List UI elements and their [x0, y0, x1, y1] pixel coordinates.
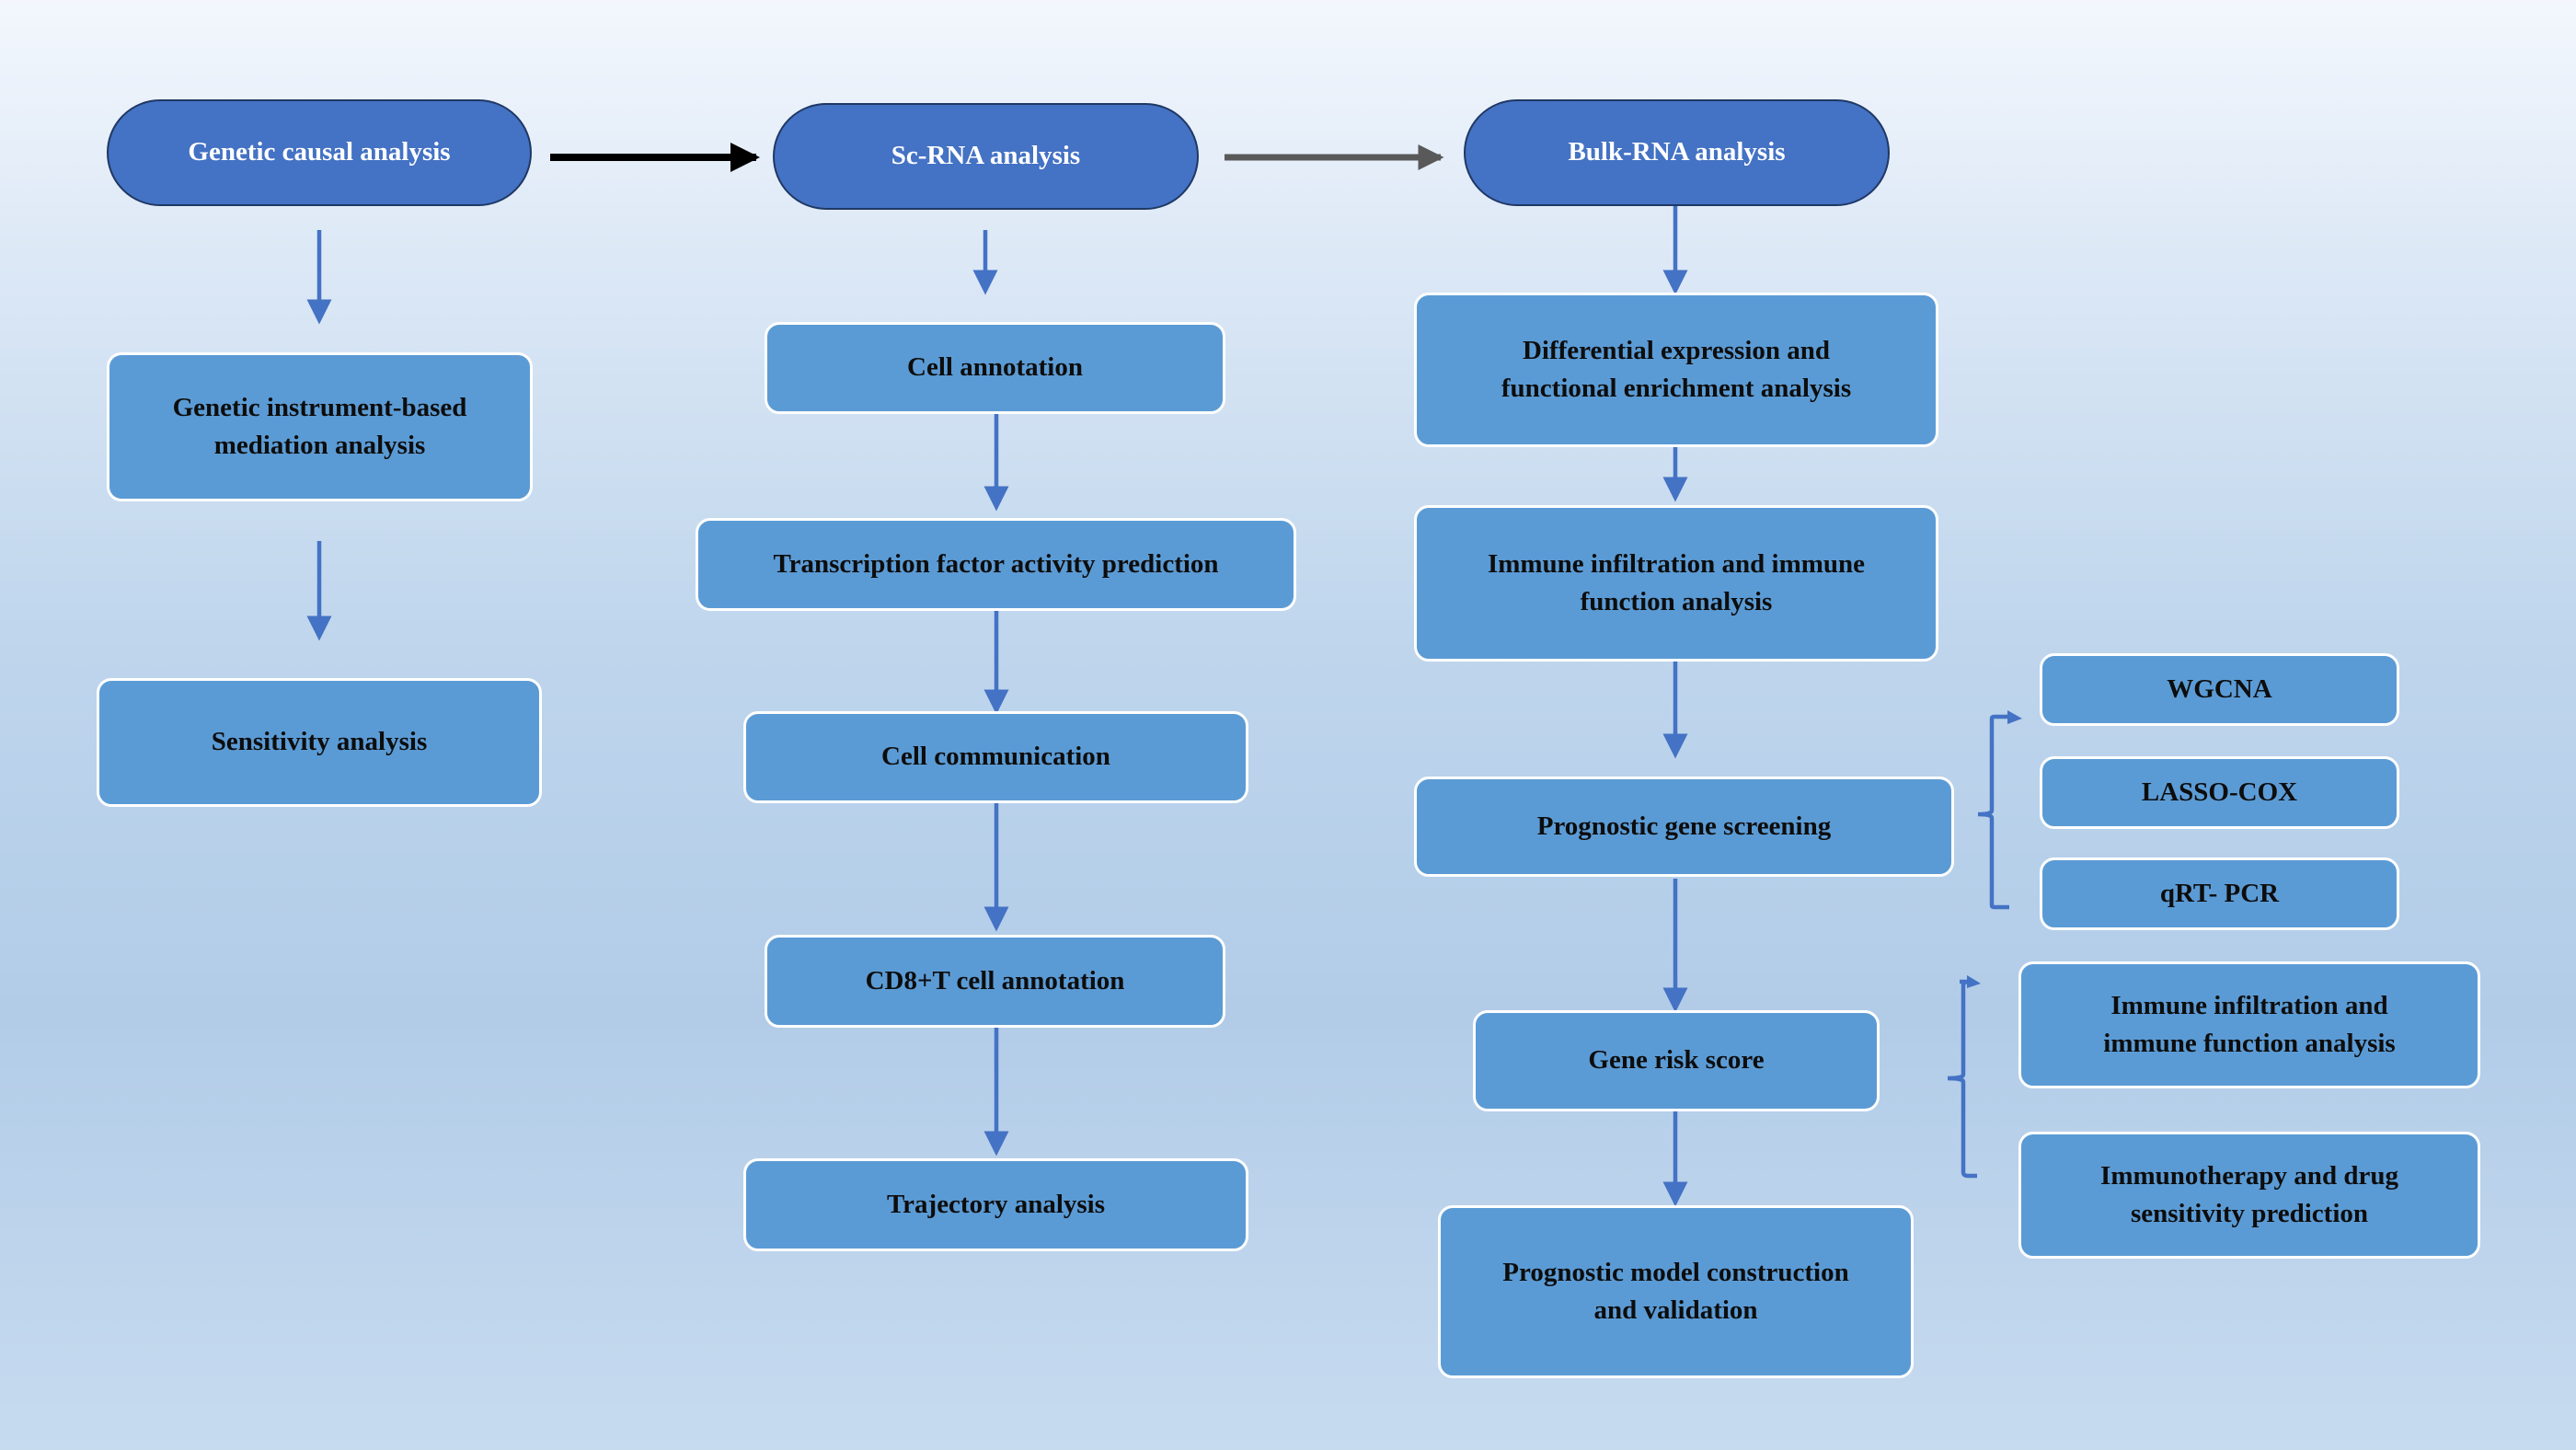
box-qrt-pcr-label: qRT- PCR [2159, 878, 2280, 908]
box-genetic-mediation-label: Genetic instrument-based mediation analy… [172, 392, 467, 460]
box-immune-infiltration: Immune infiltration and immune function … [1414, 505, 1938, 662]
box-cell-annotation: Cell annotation [765, 322, 1225, 414]
box-trajectory-label: Trajectory analysis [886, 1189, 1106, 1219]
box-differential-expression-label: Differential expression and functional e… [1501, 335, 1852, 403]
box-cell-communication-label: Cell communication [881, 742, 1110, 772]
header-genetic-label: Genetic causal analysis [188, 137, 451, 167]
box-transcription-factor-prediction: Transcription factor activity prediction [696, 518, 1296, 611]
box-wgcna: WGCNA [2040, 653, 2399, 726]
box-sensitivity-label: Sensitivity analysis [211, 727, 428, 757]
box-qrt-pcr: qRT- PCR [2040, 857, 2399, 930]
box-prognostic-model: Prognostic model construction and valida… [1438, 1205, 1914, 1378]
header-bulk-label: Bulk-RNA analysis [1568, 137, 1786, 167]
box-differential-expression: Differential expression and functional e… [1414, 293, 1938, 447]
box-cd8-label: CD8+T cell annotation [865, 965, 1125, 995]
box-cell-communication: Cell communication [743, 711, 1248, 803]
box-immunotherapy-label: Immunotherapy and drug sensitivity predi… [2100, 1160, 2398, 1228]
header-bulk-rna-analysis: Bulk-RNA analysis [1464, 99, 1890, 206]
box-sensitivity-analysis: Sensitivity analysis [97, 678, 542, 807]
box-immune-infiltration-label: Immune infiltration and immune function … [1487, 548, 1866, 616]
box-lasso-cox: LASSO-COX [2040, 756, 2399, 829]
header-scrna-label: Sc-RNA analysis [891, 141, 1081, 171]
bracket-screening-methods [1977, 714, 2009, 910]
bracket-risk-score-analyses [1947, 979, 1977, 1179]
header-sc-rna-analysis: Sc-RNA analysis [773, 103, 1199, 210]
box-trajectory-analysis: Trajectory analysis [743, 1158, 1248, 1251]
box-lasso-cox-label: LASSO-COX [2141, 777, 2298, 807]
box-genetic-mediation-analysis: Genetic instrument-based mediation analy… [107, 352, 533, 501]
box-gene-risk-score-label: Gene risk score [1588, 1045, 1765, 1076]
bracket-screening-tip [2007, 710, 2022, 724]
box-wgcna-label: WGCNA [2167, 673, 2272, 704]
box-risk-immune-infiltration: Immune infiltration and immune function … [2018, 961, 2480, 1088]
box-cell-annotation-label: Cell annotation [907, 352, 1083, 383]
box-prognostic-gene-screening-label: Prognostic gene screening [1536, 811, 1832, 841]
bracket-risk-score-tip [1967, 975, 1981, 988]
box-cd8-t-cell-annotation: CD8+T cell annotation [765, 935, 1225, 1028]
box-gene-risk-score: Gene risk score [1473, 1010, 1880, 1111]
box-prognostic-model-label: Prognostic model construction and valida… [1502, 1257, 1849, 1325]
box-transcription-factor-label: Transcription factor activity prediction [773, 548, 1219, 579]
box-risk-immune-infiltration-label: Immune infiltration and immune function … [2103, 990, 2396, 1058]
header-genetic-causal-analysis: Genetic causal analysis [107, 99, 532, 206]
box-immunotherapy-drug-sensitivity: Immunotherapy and drug sensitivity predi… [2018, 1132, 2480, 1259]
box-prognostic-gene-screening: Prognostic gene screening [1414, 777, 1954, 877]
